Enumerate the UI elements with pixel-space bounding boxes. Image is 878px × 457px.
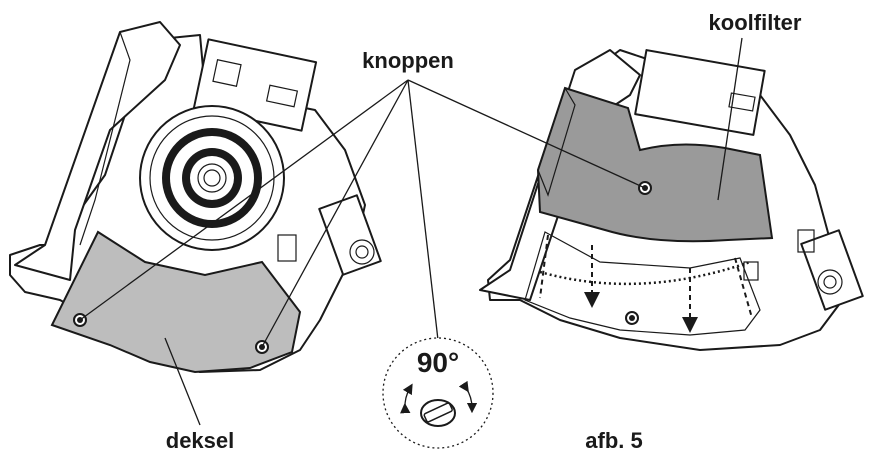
cover-panel xyxy=(50,230,302,374)
label-knoppen: knoppen xyxy=(362,48,454,73)
rotate-knob-icon xyxy=(420,399,456,427)
label-koolfilter: koolfilter xyxy=(709,10,802,35)
label-angle: 90° xyxy=(417,347,459,378)
rotation-arrow-icon xyxy=(458,380,478,414)
left-hood-unit xyxy=(9,21,382,374)
right-hood-unit xyxy=(479,49,864,351)
charcoal-filter xyxy=(536,86,774,243)
knob-rotation-detail: 90° xyxy=(382,337,494,449)
fan-wheel xyxy=(139,105,285,251)
figure-caption: afb. 5 xyxy=(585,428,642,453)
rotation-arrow-icon xyxy=(400,383,413,414)
label-deksel: deksel xyxy=(166,428,235,453)
